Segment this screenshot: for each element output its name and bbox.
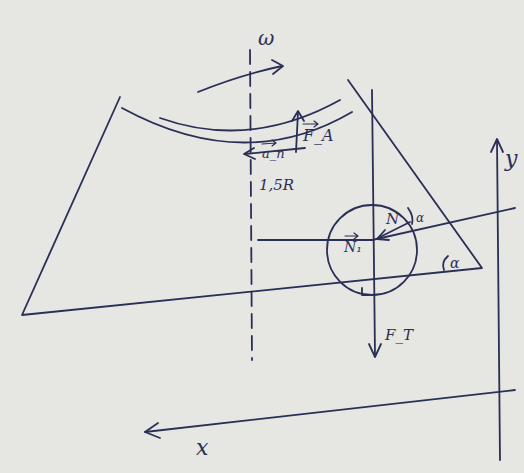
ball: [327, 205, 417, 295]
vector-mark: [262, 140, 276, 146]
angle-arc: [408, 208, 413, 224]
arrow-head: [369, 344, 381, 357]
axis-label: x: [196, 437, 208, 459]
arrow-head: [272, 60, 283, 74]
reference-line: [372, 208, 515, 240]
arrow-head: [292, 111, 304, 121]
axis-label: y: [505, 148, 517, 170]
arrow-head: [491, 139, 503, 152]
angle-label: α: [416, 212, 424, 224]
angle-label: α: [450, 256, 459, 270]
vector-mark: [345, 233, 358, 239]
radius-label: 1,5R: [259, 178, 294, 193]
y-axis: [497, 140, 500, 460]
force-label: N: [386, 212, 399, 227]
angle-arc: [443, 256, 448, 270]
rotation-axis: [250, 50, 252, 360]
force-arrow: [296, 112, 298, 152]
right-angle-mark: [362, 288, 369, 295]
arrow-head: [145, 423, 160, 438]
force-label: F_T: [385, 328, 413, 343]
acceleration-label: a_n: [262, 147, 285, 160]
x-axis: [145, 390, 515, 432]
vertical-line: [372, 90, 375, 355]
omega-label: ω: [258, 28, 274, 48]
omega-arrow: [198, 66, 282, 92]
vector-mark: [303, 121, 318, 127]
force-label: N₁: [344, 240, 362, 254]
arrow-head: [244, 148, 255, 159]
force-label: F_A: [303, 128, 334, 144]
arrow-head: [377, 230, 389, 240]
